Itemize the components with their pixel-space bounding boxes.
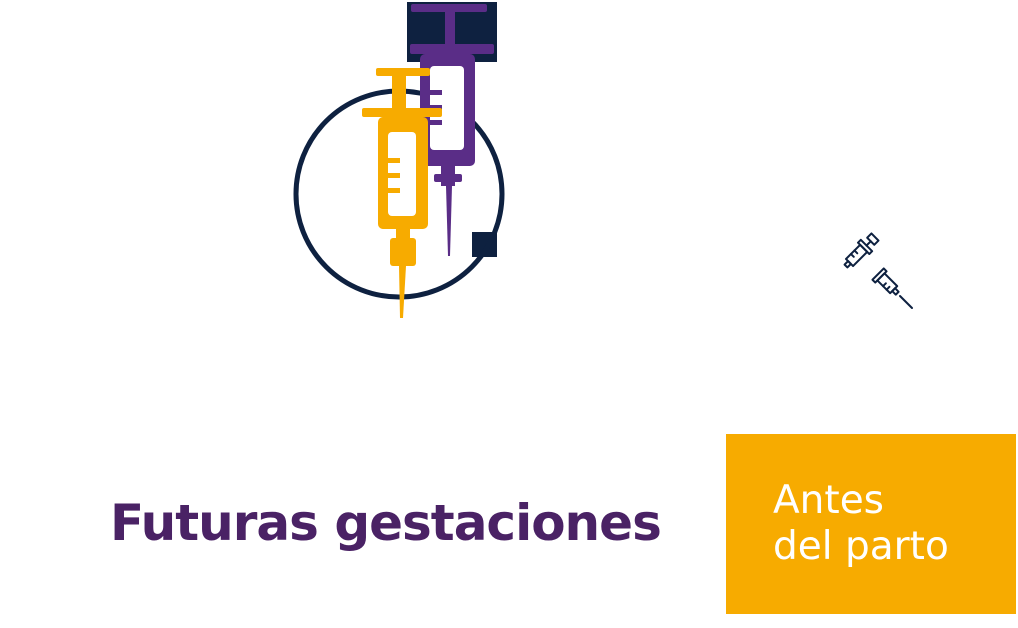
badge-antes-del-parto: Antes del parto [726,434,1016,614]
gold-syringe-window [388,132,416,216]
purple-syringe-marks [430,90,442,125]
small-syringes-svg [843,232,913,309]
badge-line-2: del parto [773,524,949,569]
small-syringes-outline-icon [826,224,918,316]
purple-syringe-window [430,66,464,150]
gold-syringe-marks [388,158,400,193]
headline: Futuras gestaciones [110,494,662,552]
two-syringes-svg [293,2,505,318]
two-syringes-icon [280,0,520,330]
badge-line-1: Antes [773,478,885,523]
